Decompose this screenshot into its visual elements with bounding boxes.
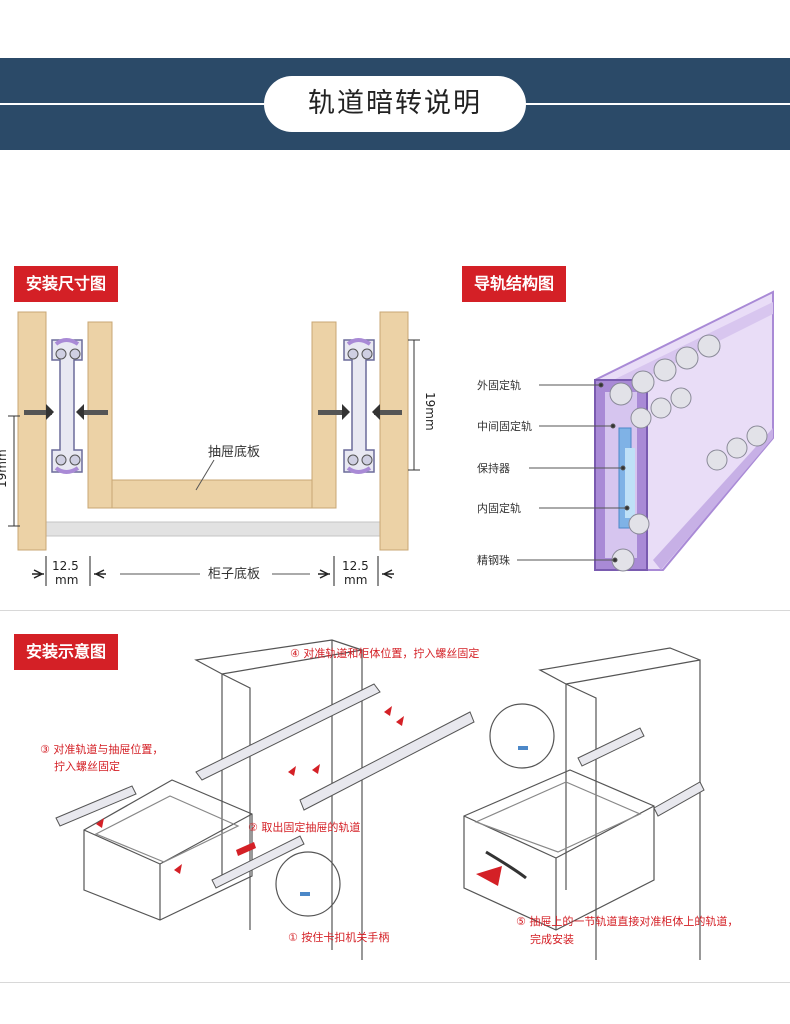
dim-height-left: 19mm [0,449,9,488]
rail-cabinet-upper [195,683,381,781]
cabinet-side-left [17,311,47,551]
label-inner-rail: 内固定轨 [477,501,521,515]
zoom-detail-bottom [275,851,341,917]
rail-cabinet-lower [299,711,475,811]
rail-drawer-removed [211,835,305,889]
cabinet-bottom-board [39,521,395,537]
drawer-left [83,779,253,921]
step5-text-line2: 完成安装 [530,932,574,946]
gap-right-unit: mm [344,573,367,587]
step3-text-line1: ③ 对准轨道与抽屉位置， [40,742,163,756]
step4-text: ④ 对准轨道和柜体位置，拧入螺丝固定 [290,646,479,660]
banner-line-left [0,103,268,105]
banner-title: 轨道暗转说明 [264,76,526,132]
gap-left-unit: mm [55,573,78,587]
gap-right-value: 12.5 [342,559,369,573]
dim-height-right: 19mm [423,392,437,431]
install-steps-tag: 安装示意图 [14,634,119,670]
title-banner: 轨道暗转说明 [0,58,790,150]
install-size-diagram: 19mm 19mm 抽屉底板 柜子底板 12.5 mm 12.5 mm [0,311,437,587]
install-size-tag: 安装尺寸图 [14,266,119,302]
cabinet-right [538,647,701,960]
cabinet-side-right [379,311,409,551]
red-marker [396,716,404,726]
rail-structure-tag: 导轨结构图 [462,266,567,302]
banner-line-right [522,103,790,105]
gap-left-value: 12.5 [52,559,79,573]
rail-right-cabinet-a [577,727,645,767]
drawer-bottom-board [111,479,313,509]
screw-right-outer [372,404,402,420]
screw-left-inner [76,404,108,420]
slide-profile-right [343,338,375,474]
label-steel-ball: 精钢珠 [477,553,510,567]
step2-text: ② 取出固定抽屉的轨道 [248,820,360,834]
step3-text-line2: 拧入螺丝固定 [54,759,120,773]
rail-structure-diagram: 外固定轨 中间固定轨 保持器 内固定轨 精钢珠 [477,290,774,572]
screw-left-outer [24,404,54,420]
step1-text: ① 按住卡扣机关手柄 [288,930,389,944]
bottom-divider [0,982,790,983]
screw-right-inner [318,404,350,420]
cabinet-bottom-label: 柜子底板 [208,566,260,582]
section-divider [0,610,790,611]
steel-balls [609,334,768,572]
label-middle-rail: 中间固定轨 [477,419,532,433]
slide-profile-left [51,338,83,474]
cabinet-left [194,639,363,960]
rail-drawer-left [55,785,137,827]
rail-right-cabinet-b [653,781,705,817]
label-retainer: 保持器 [477,461,510,475]
zoom-detail-top [489,703,555,769]
drawer-bottom-label: 抽屉底板 [208,444,260,460]
step5-text-line1: ⑤ 抽屉上的一节轨道直接对准柜体上的轨道， [516,914,738,928]
label-outer-rail: 外固定轨 [477,378,521,392]
drawer-right [463,769,655,931]
install-steps-diagram: ④ 对准轨道和柜体位置，拧入螺丝固定 ③ 对准轨道与抽屉位置， 拧入螺丝固定 ②… [40,639,738,960]
red-pointer [476,866,502,886]
